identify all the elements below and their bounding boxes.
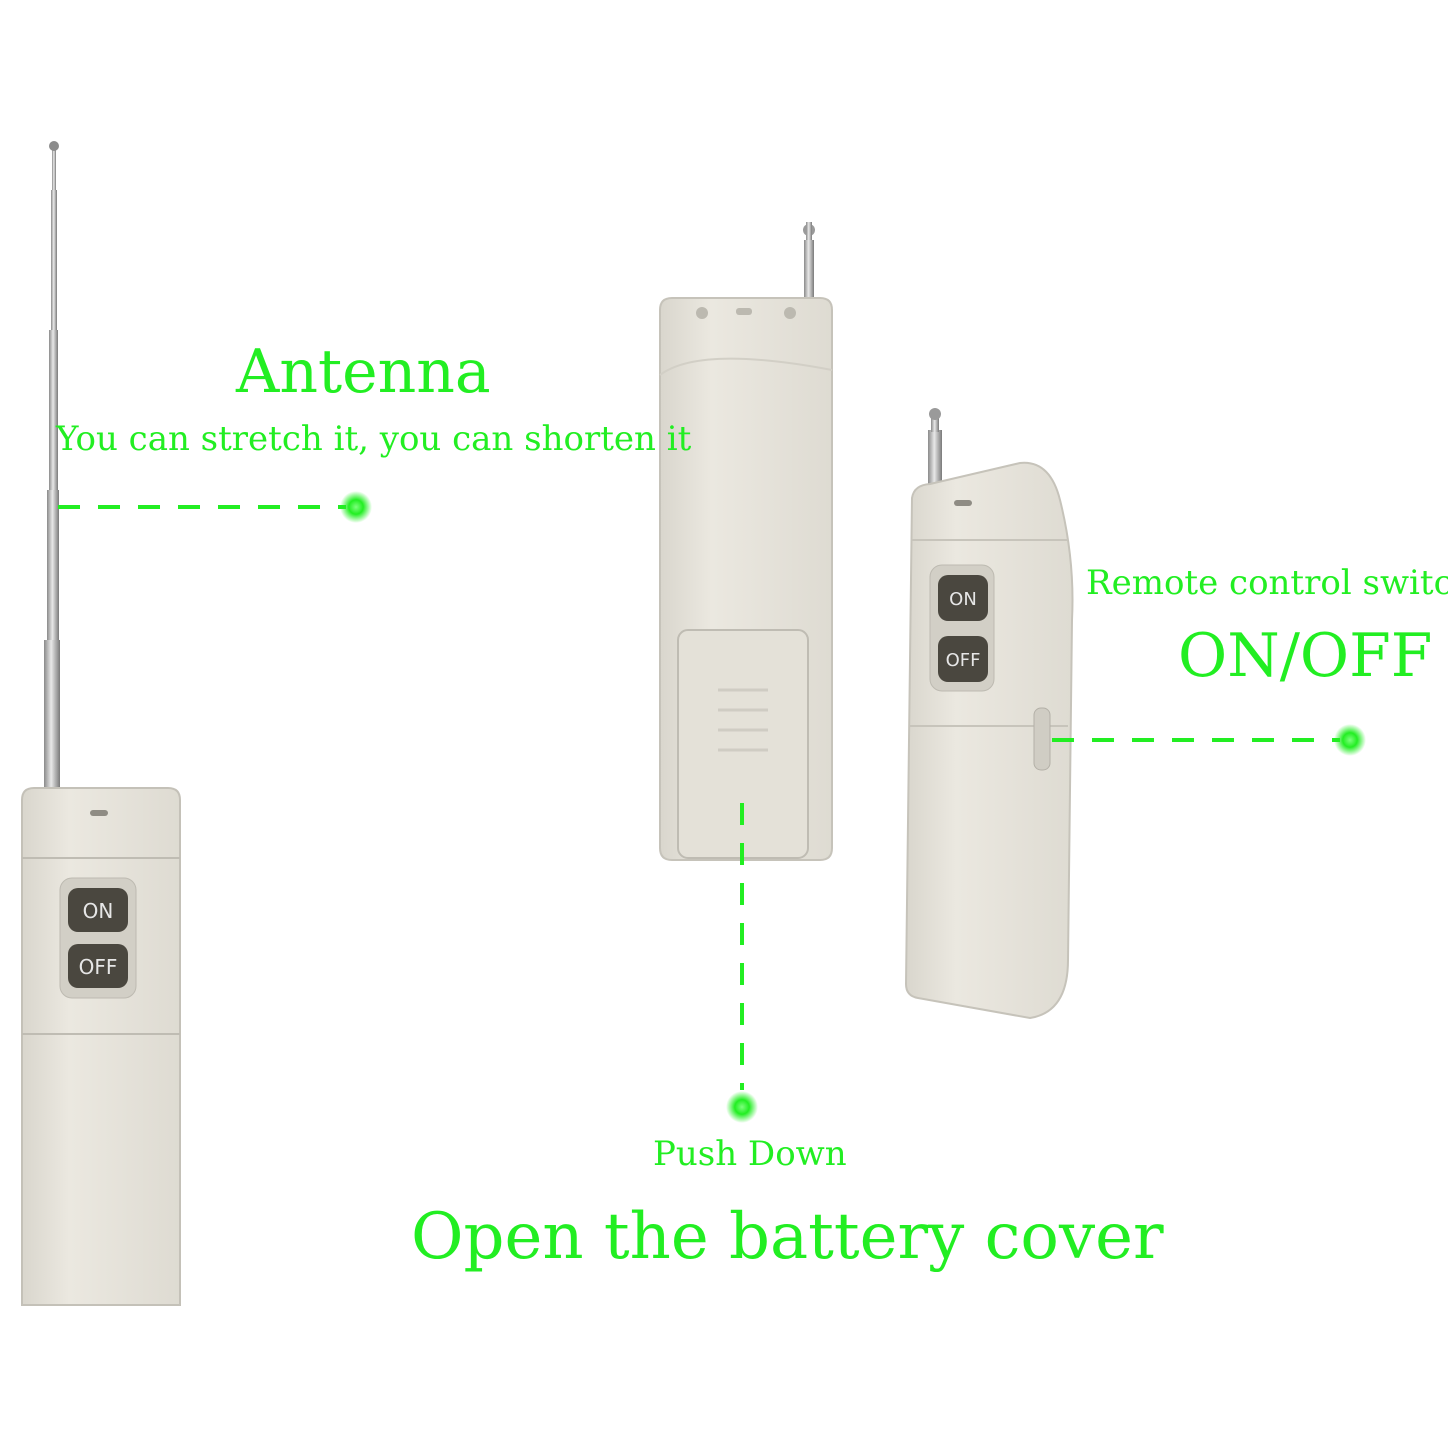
antenna-title: Antenna — [236, 337, 491, 407]
switch-callout-dot — [1334, 724, 1366, 756]
svg-text:OFF: OFF — [946, 650, 981, 671]
battery-cover-label: Open the battery cover — [411, 1200, 1164, 1274]
switch-title: Remote control switch — [1086, 563, 1448, 603]
callout-lines — [58, 491, 1366, 1123]
short-antenna — [803, 222, 815, 298]
svg-text:OFF: OFF — [79, 955, 118, 979]
side-power-switch — [1033, 707, 1051, 771]
remote-left: ON OFF — [21, 141, 181, 1306]
push-callout-dot — [726, 1091, 758, 1123]
antenna-callout-dot — [340, 491, 372, 523]
push-down-label: Push Down — [653, 1134, 847, 1174]
switch-subtitle: ON/OFF — [1178, 621, 1433, 691]
short-antenna-right — [928, 408, 942, 486]
on-button: ON — [938, 575, 988, 621]
on-button: ON — [68, 888, 128, 932]
svg-text:ON: ON — [949, 589, 977, 610]
svg-text:ON: ON — [83, 899, 114, 923]
indicator-led — [90, 810, 108, 816]
indicator-led — [954, 500, 972, 506]
telescopic-antenna — [44, 141, 60, 790]
off-button: OFF — [938, 636, 988, 682]
remote-right: ON OFF — [904, 408, 1074, 1020]
antenna-subtitle: You can stretch it, you can shorten it — [56, 419, 692, 459]
remote-middle-back — [659, 222, 833, 861]
off-button: OFF — [68, 944, 128, 988]
